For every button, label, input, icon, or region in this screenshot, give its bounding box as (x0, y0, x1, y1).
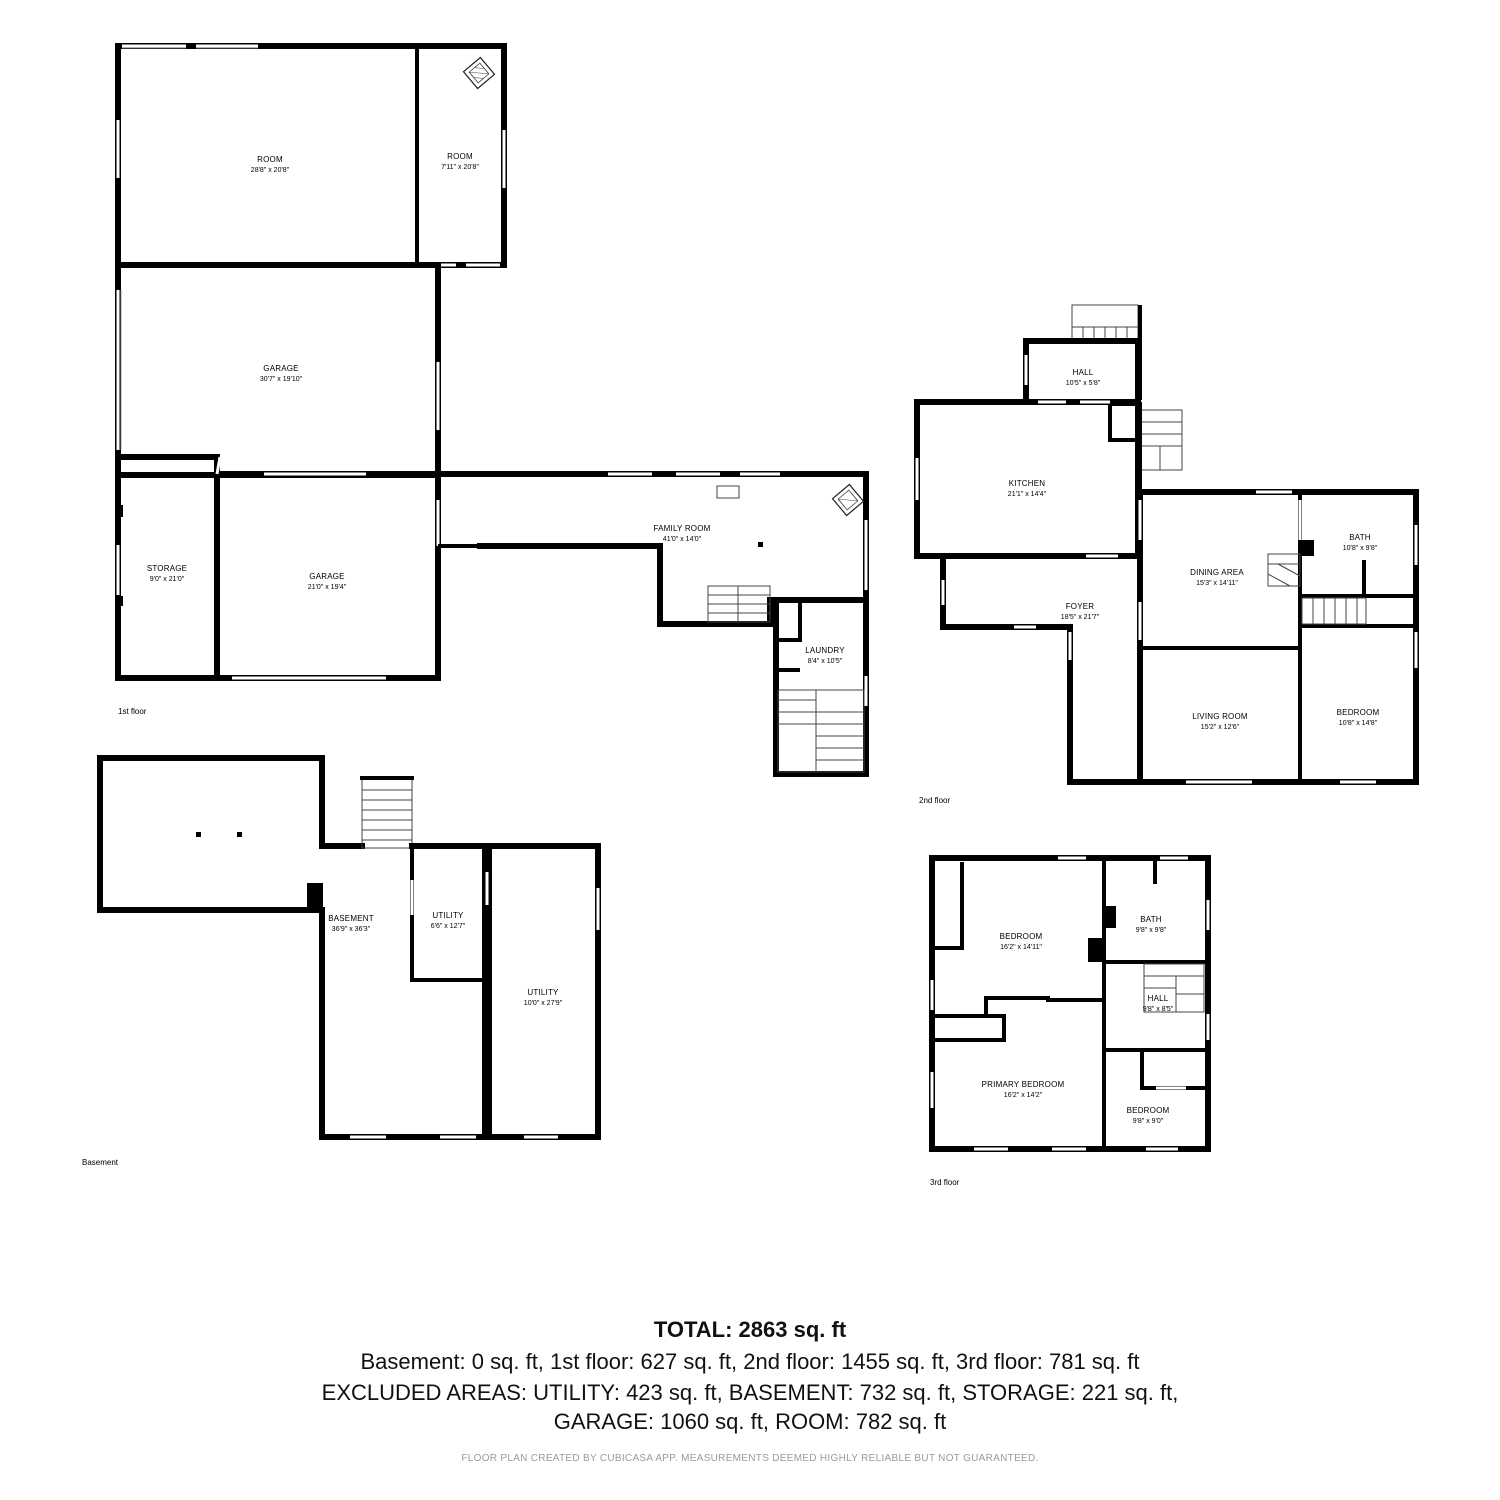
second-kitchen-dims: 21'1" x 14'4" (1008, 491, 1047, 498)
total-area-heading: TOTAL: 2863 sq. ft (653, 1317, 847, 1342)
third-bedroom-top-name: BEDROOM (1000, 932, 1043, 941)
first-family-room-outer-wall (435, 471, 869, 603)
second-hall-dims: 10'5" x 5'8" (1066, 380, 1101, 387)
basement-utility-small-dims: 6'6" x 12'7" (431, 923, 466, 930)
excluded-areas-line-2: GARAGE: 1060 sq. ft, ROOM: 782 sq. ft (553, 1409, 947, 1434)
third-floor-label: 3rd floor (930, 1178, 960, 1187)
basement-floor-label: Basement (82, 1158, 119, 1167)
first-laundry-dims: 8'4" x 10'5" (808, 658, 843, 665)
second-bath-name: BATH (1349, 533, 1371, 542)
first-stairs-family (707, 585, 771, 623)
second-stairs-kitchen (1139, 409, 1183, 471)
first-room-small-name: ROOM (447, 152, 473, 161)
second-bedroom-name: BEDROOM (1337, 708, 1380, 717)
chimney-icon-2 (831, 483, 865, 517)
second-living-dims: 15'2" x 12'6" (1201, 724, 1240, 731)
first-floor-label: 1st floor (118, 707, 147, 716)
third-floor-plan: BEDROOM 16'2" x 14'11" BATH 9'8" x 9'8" … (929, 855, 1211, 1187)
second-living-name: LIVING ROOM (1192, 712, 1248, 721)
excluded-areas-line-1: EXCLUDED AREAS: UTILITY: 423 sq. ft, BAS… (321, 1380, 1179, 1405)
first-garage-top-dims: 30'7" x 19'10" (260, 376, 303, 383)
disclaimer-text: FLOOR PLAN CREATED BY CUBICASA APP. MEAS… (461, 1453, 1039, 1464)
third-bath-dims: 9'8" x 9'8" (1136, 927, 1167, 934)
first-garage-top-name: GARAGE (263, 364, 298, 373)
first-floor-plan: ROOM 28'8" x 20'8" ROOM 7'11" x 20'8" GA… (115, 43, 869, 777)
chimney-icon (462, 56, 496, 90)
basement-main-dims: 36'9" x 36'3" (332, 926, 371, 933)
first-garage-bottom-dims: 21'0" x 19'4" (308, 584, 347, 591)
first-storage-dims: 9'0" x 21'0" (150, 576, 185, 583)
first-stairs-laundry (777, 689, 865, 773)
third-bedroom-small-dims: 9'8" x 9'0" (1133, 1118, 1164, 1125)
floor-areas-line: Basement: 0 sq. ft, 1st floor: 627 sq. f… (360, 1349, 1140, 1374)
second-hall-name: HALL (1073, 368, 1094, 377)
second-stairs-porch (1071, 304, 1139, 342)
third-bedroom-small-name: BEDROOM (1127, 1106, 1170, 1115)
third-bedroom-top-dims: 16'2" x 14'11" (1000, 944, 1042, 951)
second-foyer-dims: 18'5" x 21'7" (1061, 614, 1100, 621)
basement-utility-large-name: UTILITY (527, 988, 559, 997)
first-room-block-walls (115, 43, 507, 268)
third-stairs (1143, 963, 1205, 1013)
first-room-small-dims: 7'11" x 20'8" (441, 164, 479, 171)
basement-main-name: BASEMENT (328, 914, 374, 923)
second-foyer-name: FOYER (1066, 602, 1095, 611)
basement-utility-small-name: UTILITY (432, 911, 464, 920)
first-laundry-name: LAUNDRY (805, 646, 845, 655)
third-primary-dims: 16'2" x 14'2" (1004, 1092, 1043, 1099)
second-floor-label: 2nd floor (919, 796, 950, 805)
third-hall-dims: 9'8" x 8'5" (1143, 1006, 1174, 1013)
basement-upper-area-walls (97, 755, 365, 849)
first-storage-name: STORAGE (147, 564, 187, 573)
third-bath-name: BATH (1140, 915, 1162, 924)
second-dining-dims: 15'3" x 14'11" (1196, 580, 1238, 587)
first-room-large-name: ROOM (257, 155, 283, 164)
second-bedroom-dims: 10'8" x 14'8" (1339, 720, 1378, 727)
second-dining-name: DINING AREA (1190, 568, 1244, 577)
second-foyer-walls (940, 553, 1143, 785)
second-bath-dims: 10'8" x 9'8" (1343, 545, 1378, 552)
first-garage-bottom-name: GARAGE (309, 572, 344, 581)
second-floor-plan: HALL 10'5" x 5'8" KITCHEN 21'1" x 14'4" … (914, 304, 1419, 805)
second-kitchen-name: KITCHEN (1009, 479, 1046, 488)
basement-utility-large-dims: 10'0" x 27'9" (524, 1000, 563, 1007)
first-room-large-dims: 28'8" x 20'8" (251, 167, 290, 174)
third-hall-name: HALL (1148, 994, 1169, 1003)
basement-stairs (360, 776, 414, 849)
second-stairs-dining (1301, 597, 1367, 625)
second-fireplace-icon (1267, 553, 1301, 587)
first-family-room-inner-wall (477, 543, 869, 627)
basement-main-walls (319, 843, 601, 1140)
basement-upper-area-walls-2 (97, 755, 313, 913)
fireplace-icon (716, 485, 740, 499)
first-family-room-dims: 41'0" x 14'0" (663, 536, 702, 543)
first-family-room-name: FAMILY ROOM (653, 524, 710, 533)
basement-plan: BASEMENT 36'9" x 36'3" UTILITY 6'6" x 12… (82, 755, 601, 1167)
second-right-block-walls (1137, 489, 1419, 785)
third-primary-name: PRIMARY BEDROOM (982, 1080, 1065, 1089)
